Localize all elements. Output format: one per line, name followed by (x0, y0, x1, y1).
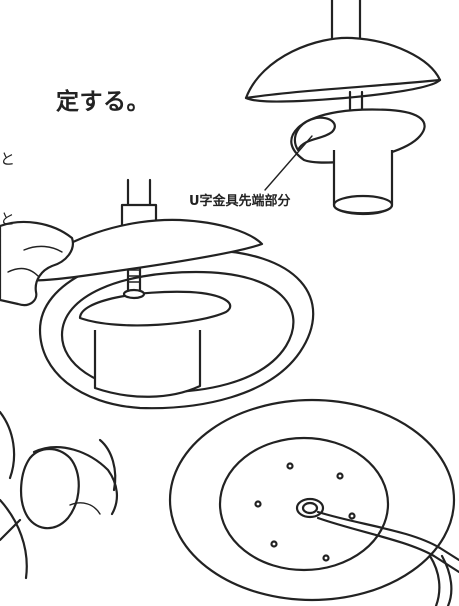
bracket-tip-label: U字金具先端部分 (189, 194, 291, 209)
instruction-text: 定する。 (56, 89, 150, 115)
lampshade-fitting (0, 178, 315, 410)
base-with-cord (168, 398, 459, 606)
stray-glyph: と (0, 210, 16, 228)
stray-glyph: と (0, 150, 16, 168)
lampshade-top-view (244, 0, 442, 216)
hand-holding-bulb (0, 410, 118, 580)
